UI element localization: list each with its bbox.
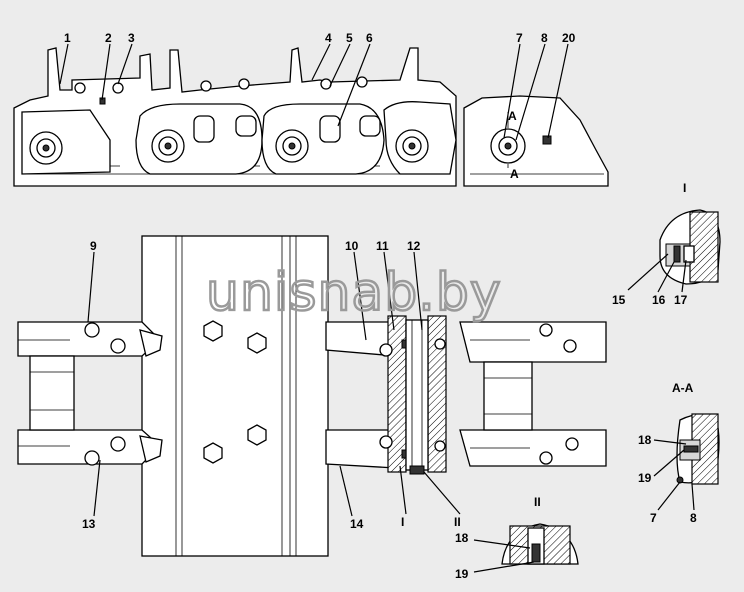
callout-15: 15: [612, 293, 626, 307]
left-link-pair: [17, 321, 163, 466]
track-rollers-top: [193, 115, 381, 143]
callout-13: 13: [82, 517, 96, 531]
section-mark-a-bottom: A: [510, 167, 519, 181]
detail-view-ii: II: [501, 495, 579, 565]
bolt-heads-top: [74, 76, 368, 105]
track-side-view: [13, 47, 457, 187]
callout-labels: 1 2 3 4 5 6 7 8 20 9 10 11 12 13 14 I II…: [64, 31, 697, 581]
detail-i-title: I: [683, 181, 686, 195]
callout-16: 16: [652, 293, 666, 307]
pin-bushings-top: [29, 129, 429, 165]
track-end-view: A A: [463, 95, 609, 187]
pin-assembly-cutaway: [325, 315, 447, 475]
callout-19-ii: 19: [455, 567, 469, 581]
callout-14: 14: [350, 517, 364, 531]
right-link-pair: [459, 321, 607, 467]
callout-8-aa: 8: [690, 511, 697, 525]
callout-4: 4: [325, 31, 332, 45]
callout-2: 2: [105, 31, 112, 45]
ref-detail-ii: II: [454, 515, 461, 529]
callout-3: 3: [128, 31, 135, 45]
callout-18-ii: 18: [455, 531, 469, 545]
callout-17: 17: [674, 293, 688, 307]
section-aa-title: A-A: [672, 381, 694, 395]
callout-7-aa: 7: [650, 511, 657, 525]
callout-20: 20: [562, 31, 576, 45]
callout-7: 7: [516, 31, 523, 45]
shoe-bolt-hexes: [203, 320, 267, 464]
callout-6: 6: [366, 31, 373, 45]
section-view-a-a: A-A: [672, 381, 720, 485]
callout-9: 9: [90, 239, 97, 253]
callout-1: 1: [64, 31, 71, 45]
callout-8: 8: [541, 31, 548, 45]
ref-detail-i: I: [401, 515, 404, 529]
callout-12: 12: [407, 239, 421, 253]
callout-19-aa: 19: [638, 471, 652, 485]
watermark-text: unisnab.by: [206, 263, 502, 323]
track-plan-view: [17, 235, 607, 557]
callout-18-aa: 18: [638, 433, 652, 447]
callout-5: 5: [346, 31, 353, 45]
detail-ii-title: II: [534, 495, 541, 509]
callout-11: 11: [376, 239, 389, 253]
detail-view-i: I: [659, 181, 721, 285]
callout-10: 10: [345, 239, 359, 253]
section-mark-a-top: A: [508, 109, 517, 123]
leader-lines: [59, 43, 695, 573]
